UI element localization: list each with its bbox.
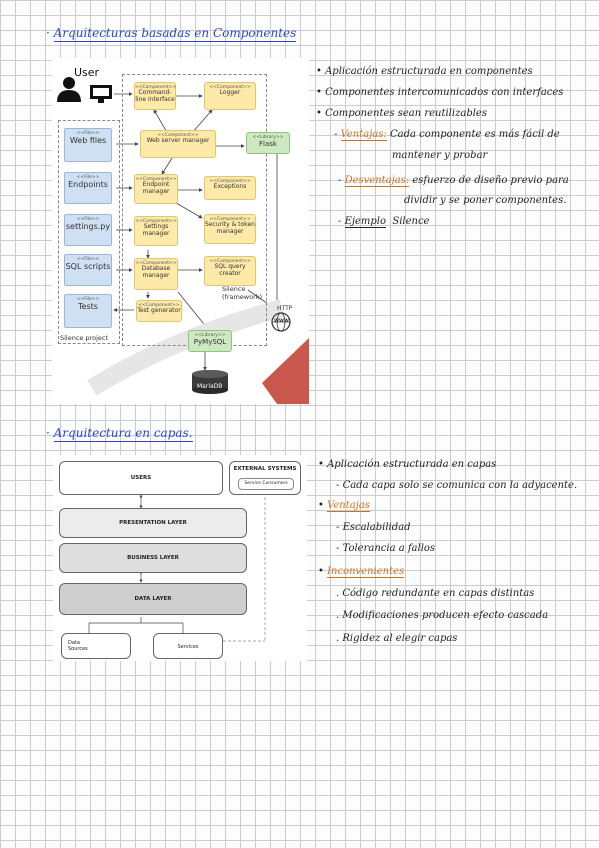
- file-tests: <<File>>Tests: [64, 294, 112, 328]
- file-endpoints: <<File>>Endpoints: [64, 172, 112, 204]
- note-s1-ventajas-cont: mantener y probar: [392, 150, 488, 161]
- framework-label: Silence (framework): [222, 285, 263, 301]
- note-s2-inconvenientes: • Inconvenientes: [318, 566, 405, 578]
- project-boundary: [58, 120, 120, 344]
- user-label: User: [74, 66, 100, 79]
- component-diagram: User <<Component>>Command-line interface…: [52, 58, 309, 404]
- component-logger: <<Component>>Logger: [204, 82, 256, 110]
- note-s1-2: • Componentes intercomunicados con inter…: [316, 87, 564, 98]
- note-s1-1: • Aplicación estructurada en componentes: [316, 66, 533, 77]
- note-s1-ventajas: - Ventajas: Cada componente es más fácil…: [334, 129, 560, 141]
- component-exceptions: <<Component>>Exceptions: [204, 176, 256, 200]
- note-s1-desventajas-cont: dividir y se poner componentes.: [404, 195, 567, 206]
- external-systems-label: EXTERNAL SYSTEMS: [233, 466, 297, 472]
- presentation-layer: PRESENTATION LAYER: [59, 508, 247, 538]
- note-s2-v1: - Escalabilidad: [336, 522, 411, 533]
- library-pymysql: <<Library>>PyMySQL: [188, 330, 232, 352]
- note-s2-2: - Cada capa solo se comunica con la adya…: [336, 480, 578, 491]
- component-database: <<Component>>Database manager: [134, 258, 178, 290]
- note-s2-i1: . Código redundante en capas distintas: [336, 588, 535, 599]
- note-s2-ventajas: • Ventajas: [318, 500, 370, 512]
- library-flask: <<Library>>Flask: [246, 132, 290, 154]
- note-s1-3: • Componentes sean reutilizables: [316, 108, 487, 119]
- note-s2-v2: - Tolerancia a fallos: [336, 543, 436, 554]
- note-s2-1: • Aplicación estructurada en capas: [318, 459, 497, 470]
- layer-diagram: USERS EXTERNAL SYSTEMS Service Consumers…: [53, 455, 307, 661]
- services-box: Services: [153, 633, 223, 659]
- data-layer: DATA LAYER: [59, 583, 247, 615]
- service-consumers: Service Consumers: [238, 478, 294, 490]
- component-sql-query: <<Component>>SQL query creator: [204, 256, 256, 286]
- diagram-connectors: [57, 77, 309, 404]
- users-layer: USERS: [59, 461, 223, 495]
- file-settings-py: <<File>>settings.py: [64, 214, 112, 246]
- section2-title: · Arquitectura en capas.: [46, 426, 193, 442]
- data-sources-label: Data Sources: [68, 640, 88, 652]
- component-security: <<Component>>Security & token manager: [204, 214, 256, 244]
- note-s2-i2: . Modificaciones producen efecto cascada: [336, 610, 549, 621]
- note-s1-desventajas: - Desventajas: esfuerzo de diseño previo…: [338, 175, 569, 187]
- component-test-generator: <<Component>>Test generator: [136, 300, 182, 322]
- component-web-server: <<Component>>Web server manager: [140, 130, 216, 158]
- www-label: WWW: [274, 319, 289, 324]
- project-label: Silence project: [60, 334, 109, 342]
- business-layer: BUSINESS LAYER: [59, 543, 247, 573]
- component-endpoint: <<Component>>Endpoint manager: [134, 174, 178, 204]
- section1-title: · Arquitecturas basadas en Componentes: [46, 26, 297, 42]
- file-sql-scripts: <<File>>SQL scripts: [64, 254, 112, 286]
- note-s2-i3: . Rigidez al elegir capas: [336, 633, 458, 644]
- db-label: MariaDB: [197, 383, 223, 390]
- component-settings: <<Component>>Settings manager: [134, 216, 178, 246]
- file-web-files: <<File>>Web files: [64, 128, 112, 162]
- external-systems-box: EXTERNAL SYSTEMS Service Consumers: [229, 461, 301, 495]
- data-sources-box: Data Sources: [61, 633, 131, 659]
- note-s1-ejemplo: - Ejemplo Silence: [338, 216, 430, 228]
- http-label: HTTP: [277, 305, 293, 312]
- component-cli: <<Component>>Command-line interface: [134, 82, 176, 110]
